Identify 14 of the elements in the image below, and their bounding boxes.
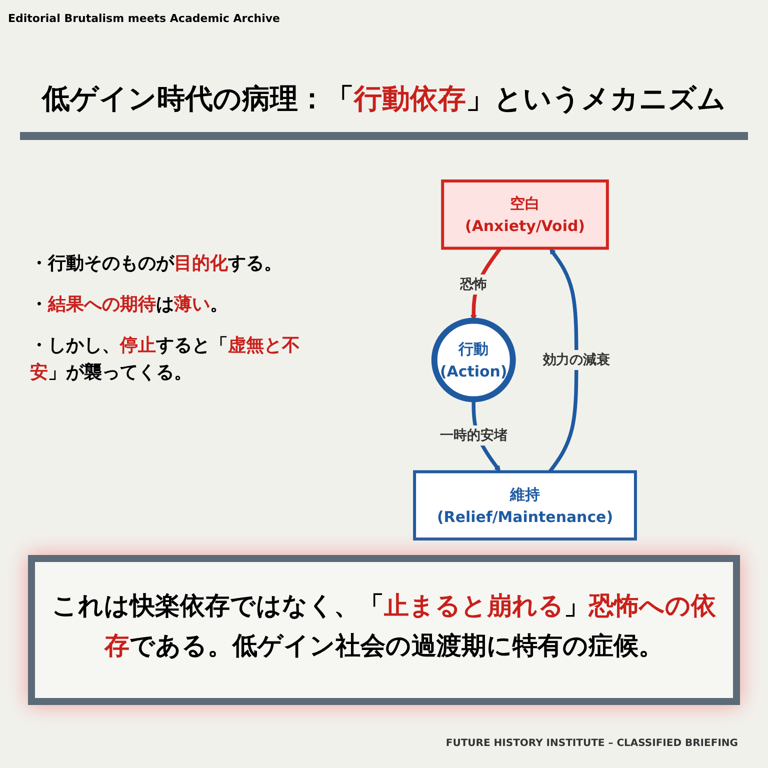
bullet-text: ・結果への期待は薄い。 — [30, 293, 229, 317]
edge-label: 一時的安堵 — [440, 428, 508, 444]
node-circle: 行動 (Action) — [431, 318, 516, 402]
edge-label: 効力の減衰 — [542, 352, 610, 368]
arrow — [548, 248, 578, 473]
node-box: 維持 (Relief/Maintenance) — [413, 470, 637, 541]
bullet-text: ・しかし、停止すると「虚無と不安」が襲ってくる。 — [30, 334, 301, 385]
header-note: Editorial Brutalism meets Academic Archive — [8, 12, 280, 25]
edge-label: 恐怖 — [460, 276, 488, 292]
footer-note: FUTURE HISTORY INSTITUTE – CLASSIFIED BRIEFING — [446, 738, 738, 749]
bullet-text: ・行動そのものが目的化する。 — [30, 252, 283, 276]
node-box: 空白 (Anxiety/Void) — [441, 179, 609, 250]
caption-box: これは快楽依存ではなく、「止まると崩れる」恐怖への依存である。低ゲイン社会の過渡期に特有の症候。 — [28, 555, 740, 705]
title: 低ゲイン時代の病理：「行動依存」というメカニズム — [20, 80, 748, 140]
